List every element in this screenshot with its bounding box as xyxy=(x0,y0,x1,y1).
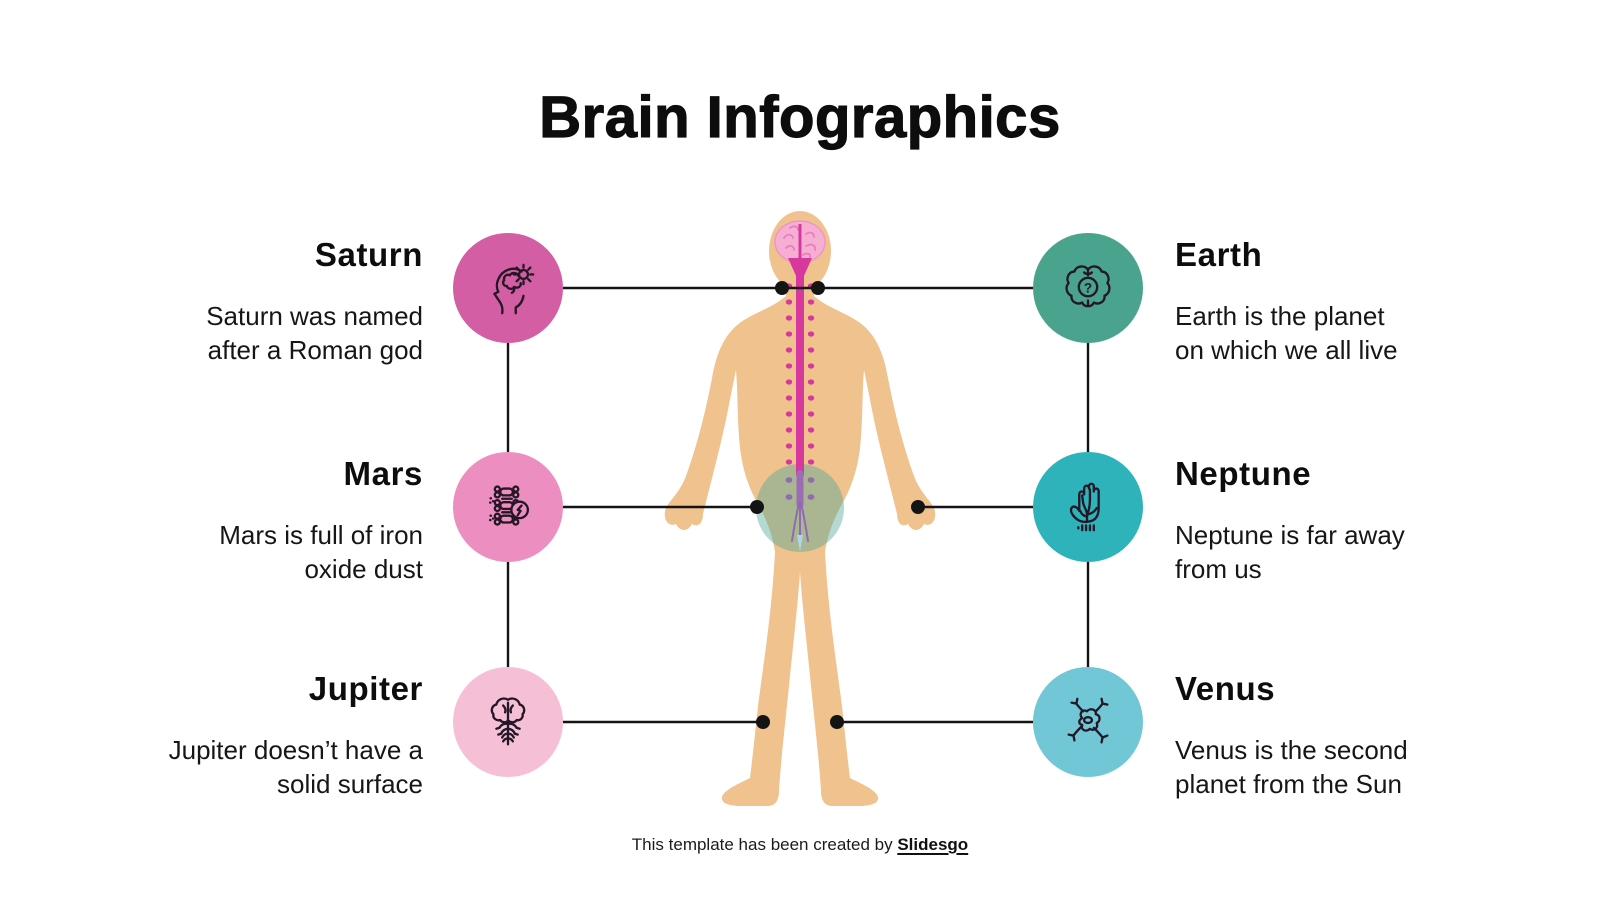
item-title-earth: Earth xyxy=(1175,236,1263,273)
item-description-venus: Venus is the second planet from the Sun xyxy=(1175,734,1408,799)
item-text-saturn: Saturn Saturn was named after a Roman go… xyxy=(123,236,423,368)
item-title-venus: Venus xyxy=(1175,670,1276,707)
slidesgo-link[interactable]: Slidesgo xyxy=(897,835,969,854)
node-circle-venus xyxy=(1033,667,1143,777)
node-circle-earth: ? xyxy=(1033,233,1143,343)
footer-credit: This template has been created by Slides… xyxy=(0,835,1600,855)
item-title-neptune: Neptune xyxy=(1175,455,1312,492)
item-description-saturn: Saturn was named after a Roman god xyxy=(206,300,423,365)
connector-lines xyxy=(506,286,1090,724)
item-title-saturn: Saturn xyxy=(314,236,423,273)
footer-text: This template has been created by xyxy=(631,835,898,854)
page-title: Brain Infographics xyxy=(539,84,1061,150)
spine-icon xyxy=(488,485,530,526)
brain-nerves-icon xyxy=(490,697,526,746)
connector-dots xyxy=(750,281,925,729)
spinal-cord-graphic xyxy=(785,266,815,552)
item-description-neptune: Neptune is far away from us xyxy=(1175,519,1405,584)
item-description-jupiter: Jupiter doesn’t have a solid surface xyxy=(168,734,423,799)
item-text-earth: Earth Earth is the planet on which we al… xyxy=(1175,236,1485,368)
item-text-neptune: Neptune Neptune is far away from us xyxy=(1175,455,1485,587)
brain-graphic xyxy=(774,220,826,278)
item-text-venus: Venus Venus is the second planet from th… xyxy=(1175,670,1485,802)
item-description-earth: Earth is the planet on which we all live xyxy=(1175,300,1398,365)
head-gear-icon xyxy=(493,263,535,315)
item-title-jupiter: Jupiter xyxy=(308,670,423,707)
node-circle-saturn xyxy=(453,233,563,343)
item-description-mars: Mars is full of iron oxide dust xyxy=(219,519,423,584)
item-text-jupiter: Jupiter Jupiter doesn’t have a solid sur… xyxy=(123,670,423,802)
brain-question-icon: ? xyxy=(1065,265,1111,308)
neuron-icon xyxy=(1067,697,1109,744)
node-circle-mars xyxy=(453,452,563,562)
hand-nerves-icon xyxy=(1069,482,1100,532)
svg-text:?: ? xyxy=(1084,280,1092,295)
node-circle-neptune xyxy=(1033,452,1143,562)
item-title-mars: Mars xyxy=(343,455,423,492)
item-text-mars: Mars Mars is full of iron oxide dust xyxy=(123,455,423,587)
node-circle-jupiter xyxy=(453,667,563,777)
